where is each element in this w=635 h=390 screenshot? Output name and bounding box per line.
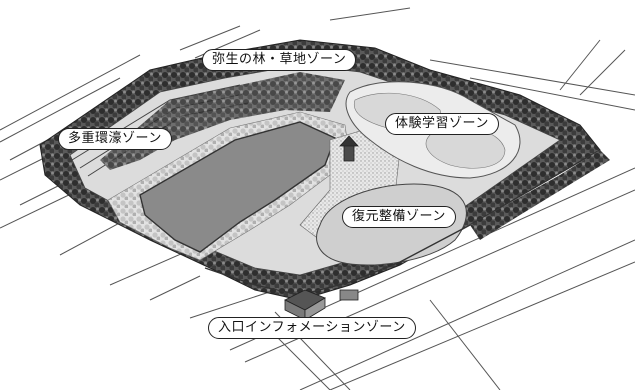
watchtower <box>339 135 359 162</box>
zone-label-yayoi: 弥生の林・草地ゾーン <box>202 49 357 71</box>
zone-label-fukugen: 復元整備ゾーン <box>342 206 456 228</box>
right-woods <box>470 150 610 240</box>
zone-label-taiken: 体験学習ゾーン <box>385 113 499 135</box>
zone-label-tajuu: 多重環濠ゾーン <box>58 128 172 150</box>
central-field <box>139 121 336 253</box>
entrance-building <box>284 289 359 321</box>
zone-label-iriguchi: 入口インフォメーションゾーン <box>208 317 416 339</box>
